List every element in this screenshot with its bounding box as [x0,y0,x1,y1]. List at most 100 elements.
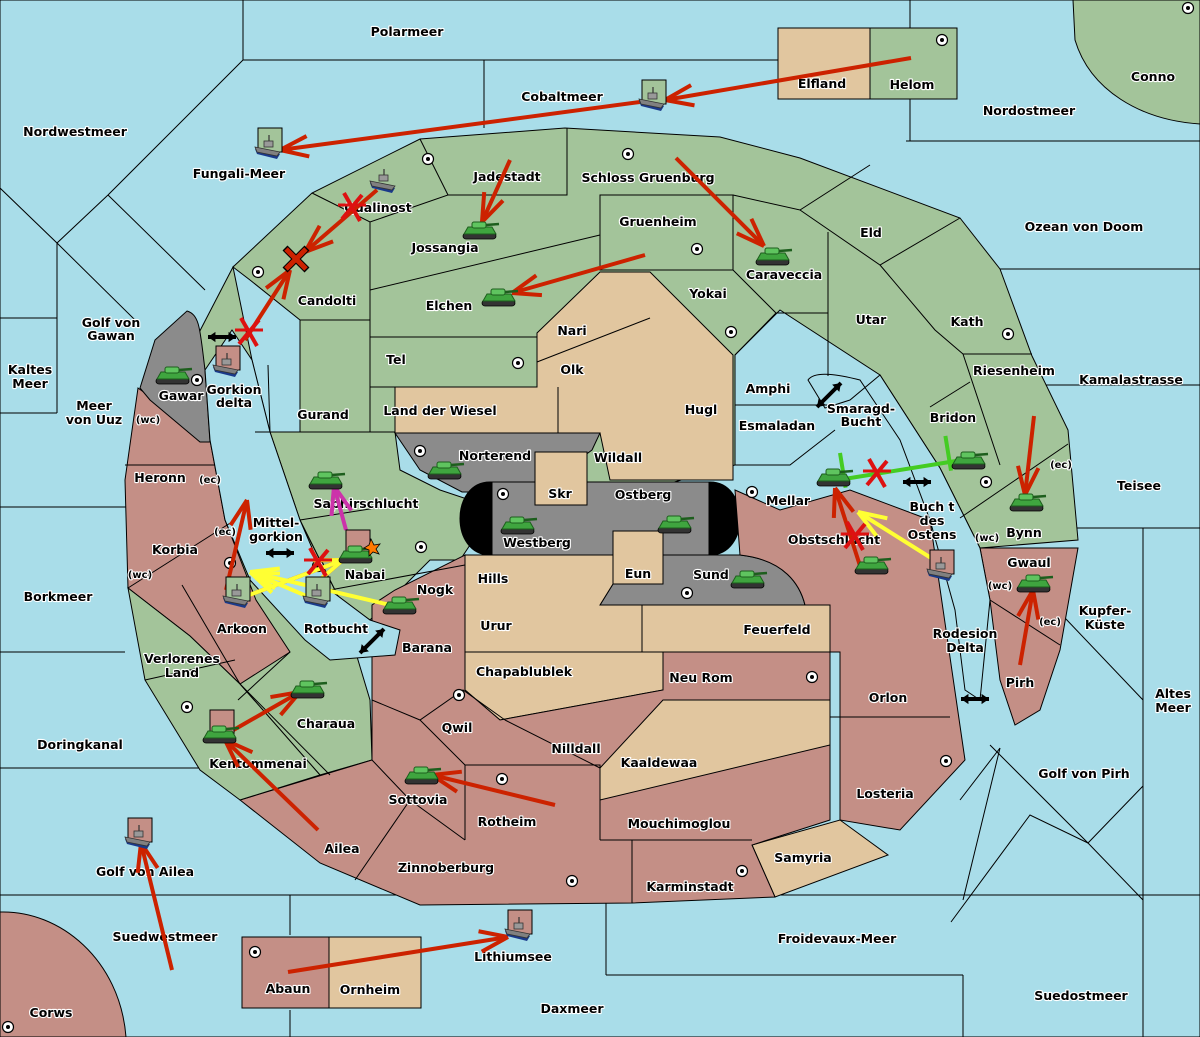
province-label[interactable]: Bynn [1005,524,1043,541]
army-unit-icon[interactable] [481,288,519,307]
province-label[interactable]: Meer [1154,699,1193,716]
province-label[interactable]: Nordwestmeer [22,123,129,140]
province-label[interactable]: Urur [479,617,513,634]
province-label[interactable]: Ailea [323,840,360,857]
province-label[interactable]: Nogk [416,581,455,598]
fleet-unit-icon[interactable] [302,584,329,608]
province-label[interactable]: Kath [949,313,984,330]
province-label[interactable]: Meer [75,397,114,414]
province-label[interactable]: Gurand [296,406,350,423]
province-label[interactable]: Kentommenai [208,755,308,772]
province-label[interactable]: Orlon [868,689,909,706]
province-label[interactable]: Schloss Gruenburg [580,169,715,186]
province-label[interactable]: Caraveccia [745,266,824,283]
army-unit-icon[interactable] [202,725,240,744]
province-label[interactable]: Rotbucht [303,620,370,637]
province-label[interactable]: Kamalastrasse [1078,371,1184,388]
province-label[interactable]: Westberg [502,534,572,551]
province-label[interactable]: Gwaul [1006,554,1052,571]
province-label[interactable]: Jossangia [409,239,479,256]
province-label[interactable]: Utar [855,311,889,328]
army-unit-icon[interactable] [1009,493,1047,512]
province-label[interactable]: Esmaladan [738,417,817,434]
province-label[interactable]: Eld [859,224,883,241]
province-label[interactable]: Saphirschlucht [312,495,419,512]
province-label[interactable]: Conno [1130,68,1177,85]
province-label[interactable]: Charaua [296,715,357,732]
province-label[interactable]: Verlorenes [143,650,221,667]
army-unit-icon[interactable] [155,366,193,385]
province-label[interactable]: Olk [559,361,585,378]
province-label[interactable]: Sund [692,566,730,583]
fleet-unit-icon[interactable] [638,87,665,111]
province-label[interactable]: Heronn [133,469,187,486]
province-label[interactable]: Losteria [855,785,915,802]
province-label[interactable]: Arkoon [216,620,268,637]
province-label[interactable]: Zinnoberburg [397,859,495,876]
province-label[interactable]: Ozean von Doom [1024,218,1145,235]
fleet-unit-icon[interactable] [124,825,151,849]
army-unit-icon[interactable] [500,516,538,535]
province-label[interactable]: Gawan [86,327,136,344]
army-unit-icon[interactable] [382,596,420,615]
province-label[interactable]: Elchen [425,297,474,314]
province-label[interactable]: Amphi [744,380,791,397]
province-label[interactable]: gorkion [248,528,304,545]
province-label[interactable]: Qwil [441,719,474,736]
province-label[interactable]: Buch t [908,498,955,515]
province-label[interactable]: Neu Rom [668,669,734,686]
province-label[interactable]: Corws [28,1004,73,1021]
province-label[interactable]: Tel [385,351,407,368]
province-label[interactable]: Feuerfeld [742,621,811,638]
province-label[interactable]: Golf von [81,314,142,331]
province-label[interactable]: Chapablublek [475,663,574,680]
army-unit-icon[interactable] [657,515,695,534]
province-label[interactable]: Bridon [929,409,978,426]
province-label[interactable]: Altes [1154,685,1192,702]
province-label[interactable]: Abaun [264,980,311,997]
province-label[interactable]: Riesenheim [972,362,1056,379]
fleet-unit-icon[interactable] [926,557,953,581]
province-label[interactable]: Karminstadt [645,878,734,895]
province-label[interactable]: Rodesion [931,625,998,642]
army-unit-icon[interactable] [404,766,442,785]
province-label[interactable]: Helom [888,76,935,93]
province-label[interactable]: Nari [556,322,588,339]
province-label[interactable]: Doringkanal [36,736,124,753]
province-label[interactable]: Golf von Ailea [95,863,195,880]
province-label[interactable]: Küste [1084,616,1126,633]
province-label[interactable]: Golf von Pirh [1037,765,1131,782]
army-unit-icon[interactable] [730,570,768,589]
province-label[interactable]: Land [164,664,200,681]
army-unit-icon[interactable] [427,461,465,480]
province-label[interactable]: Froidevaux-Meer [777,930,899,947]
province-label[interactable]: Ostberg [614,486,673,503]
province-label[interactable]: Samyria [773,849,833,866]
army-unit-icon[interactable] [1016,574,1054,593]
province-label[interactable]: Skr [547,485,574,502]
province-label[interactable]: Candolti [297,292,358,309]
province-label[interactable]: Lithiumsee [473,948,553,965]
province-label[interactable]: Land der Wiesel [382,402,497,419]
province-label[interactable]: Hugl [684,401,719,418]
province-label[interactable]: Kaaldewaa [620,754,699,771]
province-label[interactable]: Nordostmeer [982,102,1077,119]
province-label[interactable]: Hills [477,570,510,587]
fleet-unit-icon[interactable] [212,353,239,377]
province-label[interactable]: Yokai [687,285,728,302]
province-label[interactable]: Polarmeer [370,23,446,40]
province-label[interactable]: Nabai [344,566,387,583]
province-label[interactable]: Suedostmeer [1033,987,1130,1004]
province-label[interactable]: Daxmeer [539,1000,605,1017]
army-unit-icon[interactable] [308,471,346,490]
province-label[interactable]: Bucht [840,413,883,430]
fleet-unit-icon[interactable] [222,584,249,608]
province-label[interactable]: Meer [11,375,50,392]
province-label[interactable]: Gruenheim [618,213,698,230]
province-label[interactable]: Norterend [458,447,532,464]
fleet-unit-icon[interactable] [369,169,396,193]
province-label[interactable]: Barana [401,639,453,656]
province-label[interactable]: Smaragd- [826,400,896,417]
province-label[interactable]: Ostens [906,526,957,543]
province-label[interactable]: Eun [624,565,653,582]
